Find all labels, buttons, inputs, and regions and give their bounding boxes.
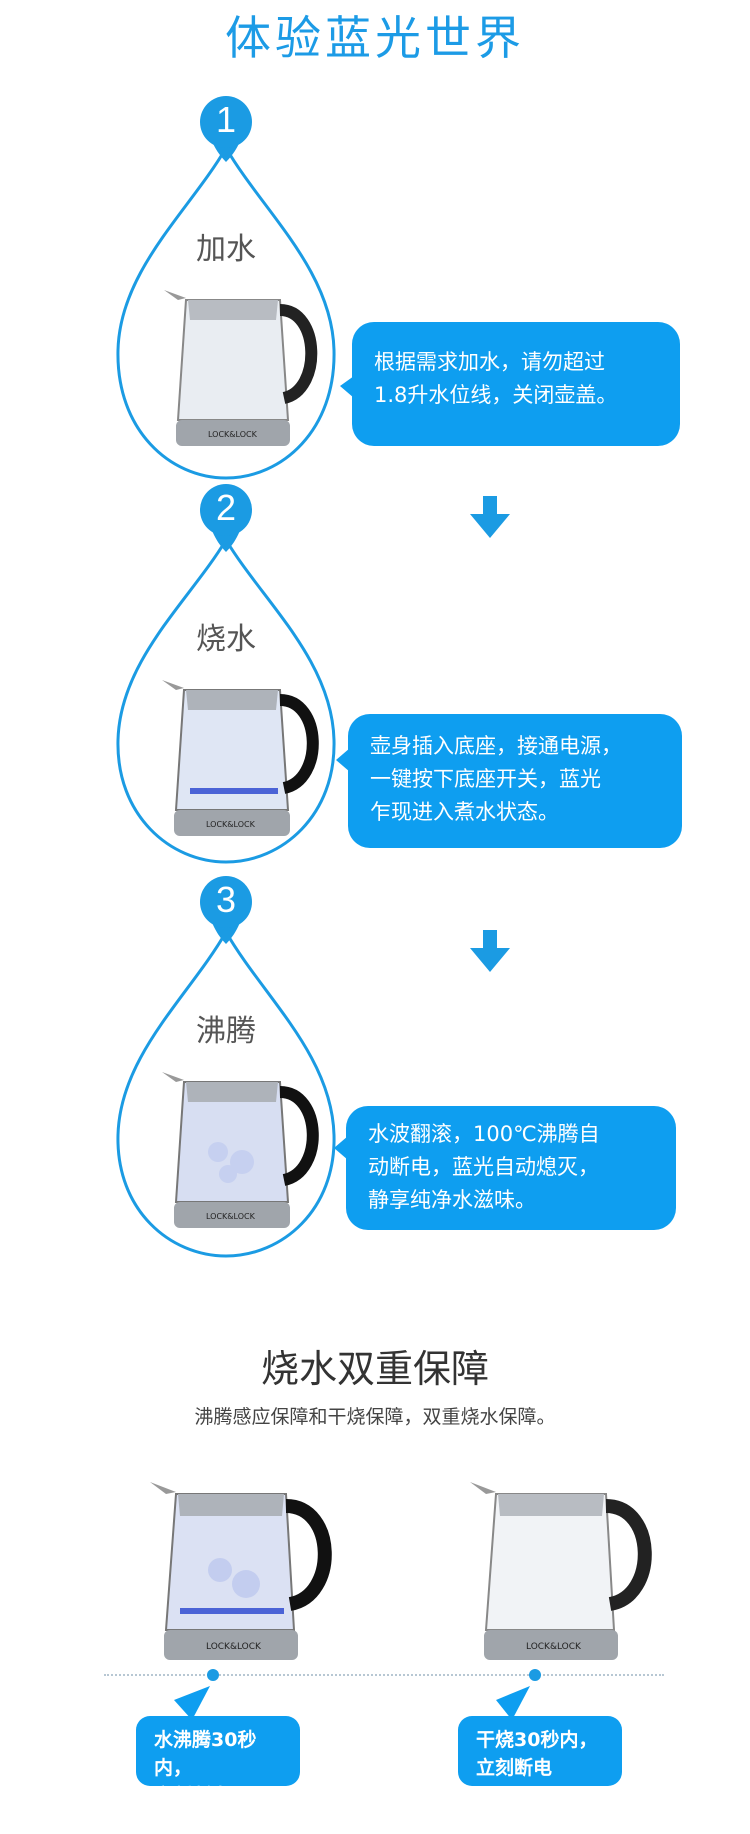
kettle-brand-3: LOCK&LOCK — [206, 1212, 256, 1221]
step-number-3: 3 — [215, 879, 237, 920]
kettle-brand-2: LOCK&LOCK — [206, 820, 256, 829]
desc-line: 动断电，蓝光自动熄灭， — [368, 1155, 599, 1179]
desc-line: 一键按下底座开关，蓝光 — [370, 767, 601, 791]
page-title: 体验蓝光世界 — [225, 11, 525, 65]
tag-pointer-1 — [174, 1686, 210, 1720]
tag-line: 立刻断电 — [476, 1757, 553, 1779]
drop-outline-2 — [116, 537, 336, 864]
desc-line: 1.8升水位线，关闭壶盖。 — [374, 383, 618, 407]
tag-pointer-2 — [496, 1686, 530, 1720]
step-number-2: 2 — [215, 487, 237, 528]
desc-line: 乍现进入煮水状态。 — [370, 800, 559, 824]
drop-outline-1 — [116, 145, 336, 480]
bubble-pointer-3 — [334, 1136, 348, 1160]
step-label-1: 加水 — [196, 232, 256, 267]
kettle-image-dry: LOCK&LOCK — [470, 1482, 652, 1660]
kettle-image-1: LOCK&LOCK — [164, 290, 318, 446]
timeline-dot — [207, 1669, 219, 1681]
kettle-brand-5: LOCK&LOCK — [526, 1642, 582, 1652]
drop-outline-3 — [116, 928, 336, 1258]
kettle-image-2: LOCK&LOCK — [162, 680, 319, 836]
desc-line: 静享纯净水滋味。 — [368, 1188, 536, 1212]
bubble-pointer-2 — [336, 748, 350, 772]
protection-tag-dry: 干烧30秒内， 立刻断电 — [458, 1716, 622, 1786]
desc-line: 根据需求加水，请勿超过 — [374, 350, 605, 374]
kettle-image-boil: LOCK&LOCK — [150, 1482, 332, 1660]
tag-line: 干烧30秒内， — [476, 1729, 598, 1751]
step-label-2: 烧水 — [196, 622, 256, 657]
protection-subtitle: 沸腾感应保障和干烧保障，双重烧水保障。 — [194, 1406, 556, 1428]
step-desc-1: 根据需求加水，请勿超过 1.8升水位线，关闭壶盖。 — [352, 322, 680, 446]
arrow-down-icon — [470, 930, 510, 972]
tag-line: 水沸腾30秒内， — [154, 1729, 257, 1779]
step-desc-2: 壶身插入底座，接通电源， 一键按下底座开关，蓝光 乍现进入煮水状态。 — [348, 714, 682, 848]
timeline-divider — [104, 1674, 664, 1676]
kettle-image-3: LOCK&LOCK — [162, 1072, 319, 1228]
step-number-1: 1 — [215, 99, 237, 140]
kettle-brand-4: LOCK&LOCK — [206, 1642, 262, 1652]
tag-line: 立刻断电 — [154, 1785, 231, 1807]
protection-tag-boil: 水沸腾30秒内， 立刻断电 — [136, 1716, 300, 1807]
kettle-brand-1: LOCK&LOCK — [208, 430, 258, 439]
step-desc-3: 水波翻滚，100℃沸腾自 动断电，蓝光自动熄灭， 静享纯净水滋味。 — [346, 1106, 676, 1230]
bubble-pointer-1 — [340, 376, 354, 398]
desc-line: 壶身插入底座，接通电源， — [370, 734, 622, 758]
arrow-down-icon — [470, 496, 510, 538]
protection-title: 烧水双重保障 — [260, 1347, 489, 1391]
desc-line: 水波翻滚，100℃沸腾自 — [368, 1122, 600, 1146]
timeline-dot — [529, 1669, 541, 1681]
step-label-3: 沸腾 — [196, 1014, 256, 1049]
